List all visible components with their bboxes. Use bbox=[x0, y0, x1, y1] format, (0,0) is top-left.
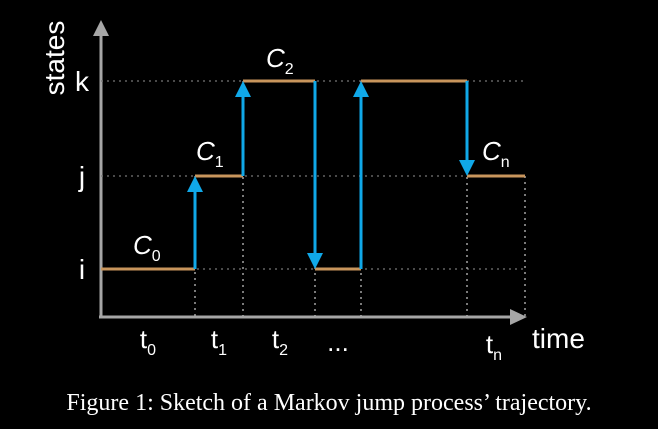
state-label-j: j bbox=[78, 161, 85, 192]
time-label-base: t bbox=[211, 324, 219, 354]
y-axis-title: states bbox=[39, 21, 70, 96]
jump-arrows bbox=[187, 81, 475, 269]
arrow-down-icon bbox=[459, 160, 475, 176]
jump-arrow bbox=[307, 81, 323, 269]
time-label-sub: 0 bbox=[147, 342, 156, 359]
jump-arrow bbox=[235, 81, 251, 176]
time-label-base: t bbox=[486, 329, 494, 359]
sojourn-label-base: C bbox=[482, 136, 501, 166]
x-axis-title: time bbox=[532, 323, 585, 354]
time-label-sub: n bbox=[493, 347, 502, 364]
sojourn-label-sub: n bbox=[501, 154, 510, 171]
time-label: t0 bbox=[140, 324, 156, 359]
sojourn-label-sub: 1 bbox=[215, 154, 224, 171]
jump-arrow bbox=[459, 81, 475, 176]
sojourn-label-sub: 0 bbox=[152, 248, 161, 265]
jump-arrow bbox=[187, 176, 203, 269]
time-label-base: t bbox=[140, 324, 148, 354]
guide-lines bbox=[101, 80, 526, 316]
sojourn-label-sub: 2 bbox=[285, 61, 294, 78]
time-label-base: t bbox=[272, 324, 280, 354]
state-labels: i j k bbox=[75, 66, 90, 285]
y-axis-arrow-icon bbox=[93, 20, 109, 36]
state-label-i: i bbox=[79, 254, 85, 285]
x-axis-arrow-icon bbox=[510, 309, 527, 325]
sojourn-label-base: C bbox=[133, 230, 152, 260]
time-label-base: ... bbox=[327, 327, 349, 357]
time-label-sub: 1 bbox=[218, 342, 227, 359]
arrow-up-icon bbox=[187, 176, 203, 192]
sojourn-label: Cn bbox=[482, 136, 510, 171]
jump-arrow bbox=[353, 81, 369, 269]
sojourn-segments bbox=[101, 79, 525, 271]
sojourn-label: C0 bbox=[133, 230, 161, 265]
sojourn-label-base: C bbox=[266, 43, 285, 73]
sojourn-label-base: C bbox=[196, 136, 215, 166]
time-label: ... bbox=[327, 327, 349, 357]
figure-caption: Figure 1: Sketch of a Markov jump proces… bbox=[66, 390, 592, 416]
time-label: t1 bbox=[211, 324, 227, 359]
arrow-down-icon bbox=[307, 253, 323, 269]
sojourn-label: C1 bbox=[196, 136, 224, 171]
arrow-up-icon bbox=[353, 81, 369, 97]
time-label-sub: 2 bbox=[279, 342, 288, 359]
arrow-up-icon bbox=[235, 81, 251, 97]
time-label: t2 bbox=[272, 324, 288, 359]
time-label: tn bbox=[486, 329, 502, 364]
sojourn-label: C2 bbox=[266, 43, 294, 78]
state-label-k: k bbox=[75, 66, 90, 97]
